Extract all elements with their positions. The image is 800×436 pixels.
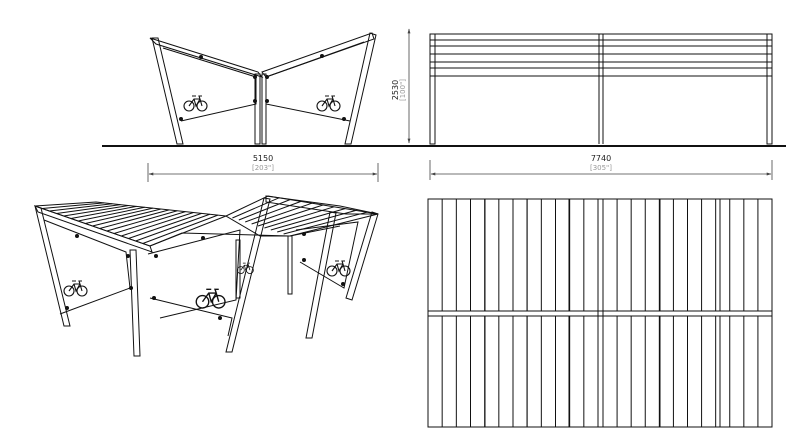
bolt [265, 75, 269, 79]
width-sub: [203"] [252, 164, 274, 172]
perspective-roof-slat [238, 199, 291, 221]
perspective-roof-slat [277, 209, 357, 233]
perspective-roof-slat [135, 213, 210, 242]
perspective-panel [147, 229, 241, 319]
center-post [254, 73, 261, 145]
perspective-roof-slat [56, 204, 121, 214]
side-view: 2530 [100"] 5150 [203"] [147, 28, 411, 182]
perspective-panel [295, 221, 359, 289]
perspective-roof-slat [78, 206, 145, 222]
bolt [253, 99, 257, 103]
perspective-roof-slat [49, 203, 113, 212]
perspective-leg [129, 249, 141, 357]
bolt [342, 117, 346, 121]
left-panel [162, 47, 257, 122]
perspective-roof-slat [232, 197, 280, 219]
perspective-roof-slat [113, 211, 186, 234]
perspective-leg [225, 197, 271, 353]
height-value: 2530 [391, 80, 400, 100]
center-post [261, 73, 267, 145]
perspective-roof-slat [283, 211, 368, 235]
perspective-roof-slat [99, 209, 170, 229]
front-view: 7740 [305"] [429, 33, 773, 180]
front-width-sub: [305"] [590, 164, 612, 172]
perspective-roof-slat [63, 205, 129, 217]
perspective-roof-slat [121, 212, 194, 237]
bicycle-icon [195, 288, 226, 309]
perspective-leg [345, 211, 379, 301]
perspective-roof-slat [251, 202, 313, 225]
perspective-roof-slat [106, 210, 178, 232]
right-leg [344, 32, 377, 145]
perspective-roof-slat [257, 204, 324, 227]
bolt [253, 75, 257, 79]
bicycle-icon [63, 280, 88, 297]
height-sub: [100"] [399, 79, 407, 101]
perspective-roof-slat [270, 208, 346, 231]
perspective-roof-slat [142, 214, 219, 244]
left-roof-wing [149, 37, 264, 78]
bolt [179, 117, 183, 121]
front-right-post [766, 33, 773, 145]
bolt [320, 54, 324, 58]
width-value: 5150 [253, 154, 273, 163]
perspective-roof-slat [42, 202, 105, 209]
perspective-leg [305, 211, 337, 339]
right-panel [265, 41, 365, 122]
bicycle-icon [316, 95, 341, 112]
bolt [199, 55, 203, 59]
perspective-roof-slat [92, 208, 162, 227]
plan-outline [427, 198, 773, 428]
front-width-value: 7740 [591, 154, 611, 163]
perspective-roof-slat [128, 212, 202, 239]
bicycle-icon [183, 95, 208, 112]
perspective-view [34, 195, 379, 357]
plan-view [427, 198, 773, 428]
perspective-roof-slat [85, 207, 153, 224]
perspective-roof-slat [264, 206, 335, 229]
perspective-roof-slat [70, 205, 137, 219]
perspective-roof-slat [245, 200, 302, 223]
perspective-leg [34, 205, 71, 327]
front-left-post [429, 33, 436, 145]
perspective-panel [43, 219, 131, 315]
bolt [265, 99, 269, 103]
left-leg [151, 37, 184, 145]
right-roof-wing [261, 32, 375, 78]
